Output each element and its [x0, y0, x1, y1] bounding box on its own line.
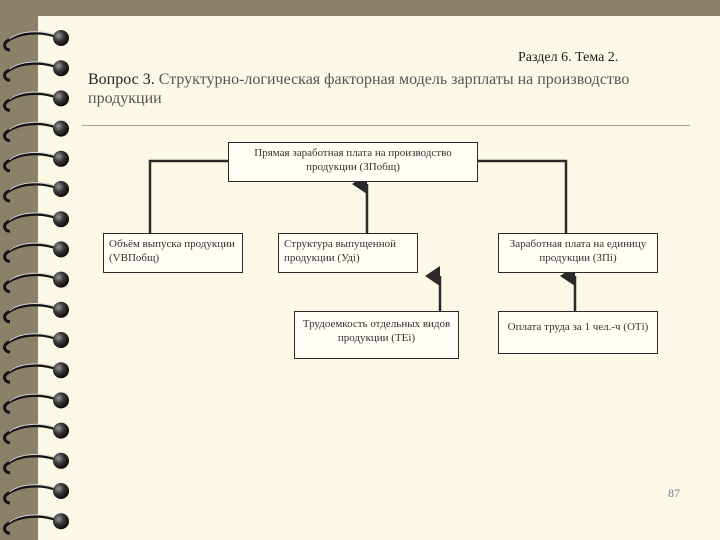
question-label: Вопрос 3.: [88, 71, 155, 88]
connector-output-to-top: [148, 159, 228, 233]
spiral-binding-ring-icon: [3, 181, 69, 203]
spiral-binding-ring-icon: [3, 211, 69, 233]
spiral-binding-ring-icon: [3, 513, 69, 535]
slide-page: [38, 16, 720, 540]
spiral-binding-ring-icon: [3, 332, 69, 354]
connector-wage-to-top: [478, 159, 568, 233]
box-pay-per-hour: Оплата труда за 1 чел.-ч (ОТi): [498, 311, 658, 354]
box-product-structure: Структура выпущенной продукции (Удi): [278, 233, 418, 273]
spiral-binding-ring-icon: [3, 120, 69, 143]
spiral-binding-ring-icon: [3, 301, 69, 324]
box-labor-intensity: Трудоемкость отдельных видов продукции (…: [294, 311, 459, 359]
spiral-binding-ring-icon: [3, 241, 69, 263]
page-title: Вопрос 3. Структурно-логическая факторна…: [88, 70, 648, 108]
spiral-binding-ring-icon: [3, 271, 69, 294]
spiral-binding-ring-icon: [3, 483, 69, 505]
spiral-binding-ring-icon: [3, 30, 69, 52]
page-number: 87: [668, 486, 680, 500]
box-direct-wage-total: Прямая заработная плата на производство …: [228, 142, 478, 182]
box-wage-per-unit: Заработная плата на единицу продукции (З…: [498, 233, 658, 273]
title-divider: [82, 125, 690, 126]
box-output-volume: Объём выпуска продукции (VВПобщ): [103, 233, 243, 273]
spiral-binding-ring-icon: [3, 90, 69, 112]
spiral-binding-ring-icon: [3, 362, 69, 384]
spiral-binding-ring-icon: [3, 392, 69, 414]
spiral-binding-ring-icon: [3, 422, 69, 445]
spiral-binding-ring-icon: [3, 60, 69, 82]
spiral-binding: [3, 30, 69, 535]
question-title: Структурно-логическая факторная модель з…: [88, 71, 630, 107]
section-label: Раздел 6. Тема 2.: [518, 50, 619, 65]
spiral-binding-ring-icon: [3, 150, 69, 173]
spiral-binding-ring-icon: [3, 452, 69, 475]
